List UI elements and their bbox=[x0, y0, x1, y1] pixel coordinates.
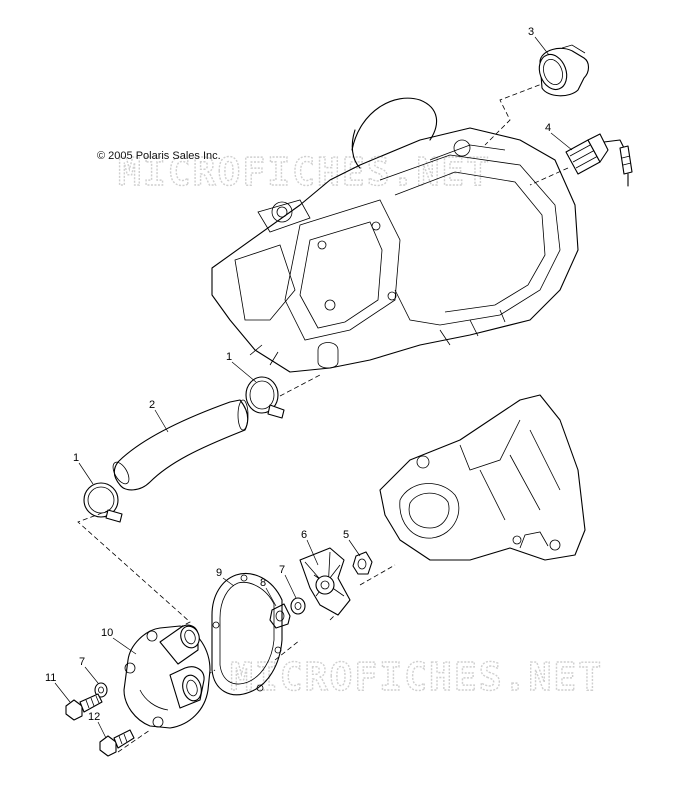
bolt-part-11 bbox=[65, 693, 103, 721]
leader-8 bbox=[265, 587, 277, 607]
assembly-line-sensor bbox=[529, 167, 569, 186]
callout-4: 4 bbox=[545, 122, 551, 134]
crankcase-assembly bbox=[379, 394, 586, 561]
hose-clamp-lower bbox=[83, 482, 123, 523]
hose-clamp-upper bbox=[245, 376, 285, 419]
copyright-notice: © 2005 Polaris Sales Inc. bbox=[97, 150, 221, 162]
assembly-line-thermostat bbox=[484, 81, 548, 146]
leader-11 bbox=[54, 682, 71, 703]
watermark-bottom: MICROFICHES.NET bbox=[230, 655, 603, 699]
temperature-sensor-part bbox=[565, 133, 633, 187]
leader-12 bbox=[97, 721, 107, 739]
assembly-line-hose-bottom bbox=[77, 509, 191, 641]
washer-upper bbox=[290, 597, 306, 615]
callout-1-upper: 1 bbox=[226, 351, 232, 363]
leader-9 bbox=[222, 577, 235, 587]
callout-2: 2 bbox=[149, 399, 155, 411]
leader-10 bbox=[112, 637, 137, 655]
nut-part bbox=[352, 551, 373, 575]
leader-2 bbox=[154, 409, 169, 433]
callout-8: 8 bbox=[260, 577, 266, 589]
leader-6 bbox=[306, 539, 319, 566]
callout-11: 11 bbox=[45, 672, 56, 684]
leader-5 bbox=[348, 539, 361, 557]
callout-12: 12 bbox=[88, 711, 100, 723]
leader-1a bbox=[231, 361, 257, 383]
coolant-hose bbox=[112, 399, 249, 491]
callout-7-upper: 7 bbox=[279, 564, 285, 576]
gasket-part bbox=[211, 573, 283, 696]
callout-3: 3 bbox=[528, 26, 534, 38]
callout-9: 9 bbox=[216, 567, 222, 579]
leader-1b bbox=[78, 462, 94, 485]
callout-1-lower: 1 bbox=[73, 452, 79, 464]
leader-4 bbox=[550, 132, 573, 151]
thermostat-part bbox=[538, 44, 590, 97]
cylinder-head-assembly bbox=[211, 97, 579, 373]
callout-7-lower: 7 bbox=[79, 656, 85, 668]
seal-part bbox=[269, 603, 291, 629]
callout-6: 6 bbox=[301, 529, 307, 541]
leader-7a bbox=[284, 574, 297, 599]
assembly-line-hose-top bbox=[279, 374, 321, 397]
water-pump-cover bbox=[123, 624, 211, 729]
callout-10: 10 bbox=[101, 627, 113, 639]
leader-7b bbox=[84, 666, 99, 684]
leader-3 bbox=[534, 36, 550, 56]
impeller-part bbox=[299, 547, 351, 616]
watermark-top: MICROFICHES.NET bbox=[118, 150, 491, 194]
callout-5: 5 bbox=[343, 529, 349, 541]
bolt-part-12 bbox=[99, 729, 135, 757]
